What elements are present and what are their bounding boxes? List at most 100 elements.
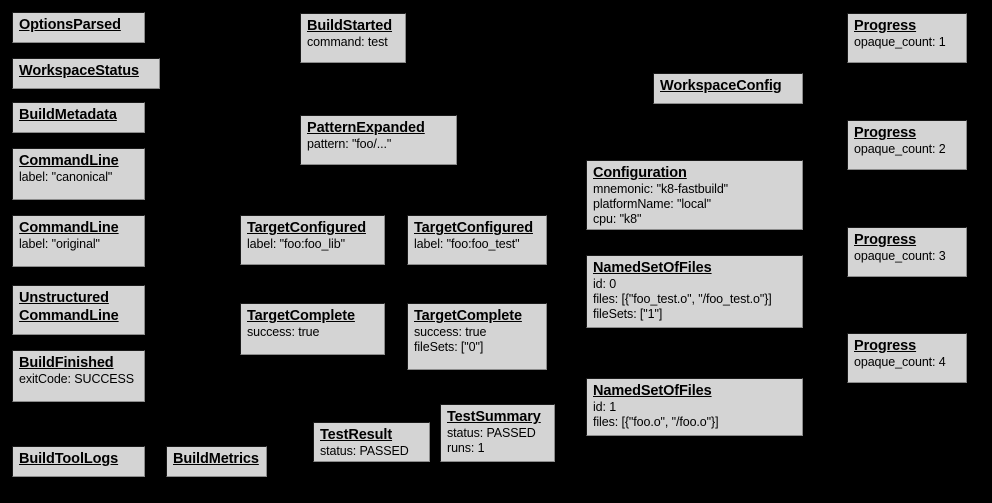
node-attribute: label: "original" [19, 237, 100, 251]
node-attribute: fileSets: ["1"] [593, 307, 663, 321]
node-title-line: Progress [854, 125, 917, 141]
node-title: BuildStarted [307, 17, 399, 35]
node-title: PatternExpanded [307, 119, 450, 137]
node-attribute: id: 0 [593, 277, 617, 291]
node-title-line: NamedSetOfFiles [593, 383, 712, 399]
node-attribute: platformName: "local" [593, 197, 711, 211]
node-title-line: Configuration [593, 165, 687, 181]
node-title: CommandLine [19, 219, 138, 237]
node-title-line: Progress [854, 338, 917, 354]
node-title: NamedSetOfFiles [593, 382, 796, 400]
node-title: BuildFinished [19, 354, 138, 372]
node-title: WorkspaceStatus [19, 62, 153, 80]
node-attribute: opaque_count: 3 [854, 249, 946, 263]
node-attribute: pattern: "foo/..." [307, 137, 392, 151]
node-build-metrics[interactable]: BuildMetrics [166, 446, 267, 477]
node-title-line: BuildMetadata [19, 107, 117, 123]
node-title-line: OptionsParsed [19, 17, 121, 33]
node-title: NamedSetOfFiles [593, 259, 796, 277]
node-build-metadata[interactable]: BuildMetadata [12, 102, 145, 133]
node-build-tool-logs[interactable]: BuildToolLogs [12, 446, 145, 477]
node-title: TargetComplete [414, 307, 540, 325]
node-attribute: opaque_count: 2 [854, 142, 946, 156]
node-workspace-config[interactable]: WorkspaceConfig [653, 73, 803, 104]
node-title-line: CommandLine [19, 220, 119, 236]
node-attribute: opaque_count: 1 [854, 35, 946, 49]
node-attribute: exitCode: SUCCESS [19, 372, 135, 386]
node-attribute: label: "foo:foo_test" [414, 237, 520, 251]
node-title-line: TestResult [320, 427, 393, 443]
node-title-line: BuildFinished [19, 355, 114, 371]
node-title: TestSummary [447, 408, 548, 426]
node-title: WorkspaceConfig [660, 77, 796, 95]
node-title: BuildMetrics [173, 450, 260, 468]
node-title: Progress [854, 17, 960, 35]
node-title-line: TargetComplete [247, 308, 355, 324]
node-attribute: command: test [307, 35, 388, 49]
node-attribute: status: PASSED [447, 426, 536, 440]
node-options-parsed[interactable]: OptionsParsed [12, 12, 145, 43]
node-title-line: WorkspaceStatus [19, 63, 139, 79]
node-attribute: mnemonic: "k8-fastbuild" [593, 182, 729, 196]
node-attribute: status: PASSED [320, 444, 409, 458]
node-title-line: BuildMetrics [173, 451, 259, 467]
node-attribute: opaque_count: 4 [854, 355, 946, 369]
node-title-line: TestSummary [447, 409, 541, 425]
node-title-line: TargetConfigured [247, 220, 366, 236]
node-title: Progress [854, 337, 960, 355]
node-attribute: success: true [247, 325, 320, 339]
node-title-line: WorkspaceConfig [660, 78, 782, 94]
node-title-line: PatternExpanded [307, 120, 425, 136]
node-title: Progress [854, 231, 960, 249]
node-title-line: Progress [854, 18, 917, 34]
node-attribute: cpu: "k8" [593, 212, 642, 226]
node-attribute: fileSets: ["0"] [414, 340, 484, 354]
node-title: Progress [854, 124, 960, 142]
node-attribute: runs: 1 [447, 441, 485, 455]
node-attribute: label: "canonical" [19, 170, 113, 184]
node-title: BuildToolLogs [19, 450, 138, 468]
node-title: CommandLine [19, 152, 138, 170]
node-title-line: Unstructured [19, 290, 109, 306]
node-attribute: label: "foo:foo_lib" [247, 237, 345, 251]
node-title-line: Progress [854, 232, 917, 248]
node-title-line: CommandLine [19, 153, 119, 169]
node-workspace-status[interactable]: WorkspaceStatus [12, 58, 160, 89]
node-title-line: CommandLine [19, 308, 119, 324]
node-title: TargetConfigured [414, 219, 540, 237]
node-title: Configuration [593, 164, 796, 182]
node-title: TargetComplete [247, 307, 378, 325]
node-attribute: success: true [414, 325, 487, 339]
node-attribute: files: [{"foo.o", "/foo.o"}] [593, 415, 719, 429]
node-title-line: NamedSetOfFiles [593, 260, 712, 276]
node-attribute: files: [{"foo_test.o", "/foo_test.o"}] [593, 292, 772, 306]
node-title-line: BuildToolLogs [19, 451, 119, 467]
node-title: TestResult [320, 426, 423, 444]
node-title-line: TargetComplete [414, 308, 522, 324]
node-attribute: id: 1 [593, 400, 617, 414]
node-title-line: TargetConfigured [414, 220, 533, 236]
node-title-line: BuildStarted [307, 18, 393, 34]
node-title: BuildMetadata [19, 106, 138, 124]
